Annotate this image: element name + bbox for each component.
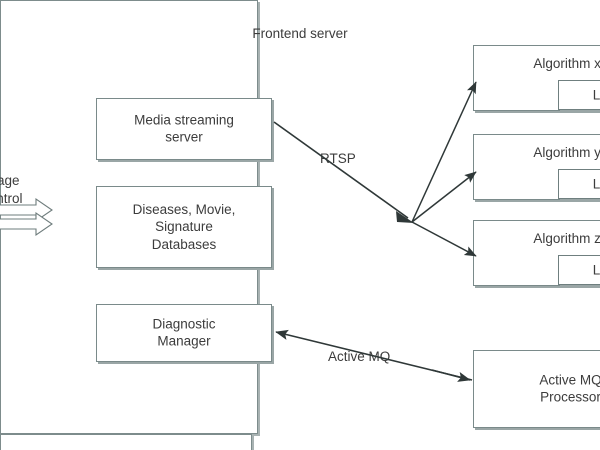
media-streaming-server-box[interactable]: Media streaming server: [96, 98, 272, 160]
algorithm-yy-log-label: Log: [592, 176, 600, 192]
label-active-mq: Active MQ: [328, 349, 391, 364]
connector-to-algorithm-zz: [411, 221, 477, 257]
databases-box[interactable]: Diseases, Movie, Signature Databases: [96, 186, 272, 268]
algorithm-yy-log-box[interactable]: Log: [558, 169, 600, 199]
connector-rtsp: [273, 121, 409, 219]
connector-into-active-mq-processor: [431, 369, 471, 382]
label-requests: ts: [0, 228, 52, 246]
algorithm-yy-title: Algorithm yy: [533, 145, 600, 160]
connector-to-algorithm-yy: [411, 171, 477, 223]
algorithm-zz-log-box[interactable]: Log: [558, 255, 600, 285]
algorithm-zz-title: Algorithm zz: [533, 231, 600, 246]
diagnostic-manager-box[interactable]: Diagnostic Manager: [96, 304, 272, 362]
algorithm-panel-container: [0, 434, 252, 450]
algorithm-xx-log-label: Log: [592, 87, 600, 103]
junction-arrowhead: [396, 211, 414, 223]
active-mq-processor-label: Active MQ Processor: [539, 372, 600, 405]
label-image-control: Image control: [0, 173, 23, 206]
algorithm-zz-box[interactable]: Algorithm zz Log: [473, 220, 600, 286]
label-rtsp: RTSP: [320, 151, 356, 166]
algorithm-xx-title: Algorithm xx: [533, 56, 600, 71]
algorithm-yy-box[interactable]: Algorithm yy Log: [473, 134, 600, 200]
algorithm-zz-log-label: Log: [592, 262, 600, 278]
diagnostic-manager-label: Diagnostic Manager: [152, 316, 216, 349]
algorithm-xx-box[interactable]: Algorithm xx Log: [473, 45, 600, 111]
connector-to-algorithm-xx: [411, 81, 477, 223]
active-mq-processor-box[interactable]: Active MQ Processor: [473, 350, 600, 428]
frontend-server-title: Frontend server: [252, 26, 348, 41]
media-streaming-server-label: Media streaming server: [134, 112, 234, 145]
algorithm-xx-log-box[interactable]: Log: [558, 80, 600, 110]
databases-label: Diseases, Movie, Signature Databases: [132, 202, 236, 252]
